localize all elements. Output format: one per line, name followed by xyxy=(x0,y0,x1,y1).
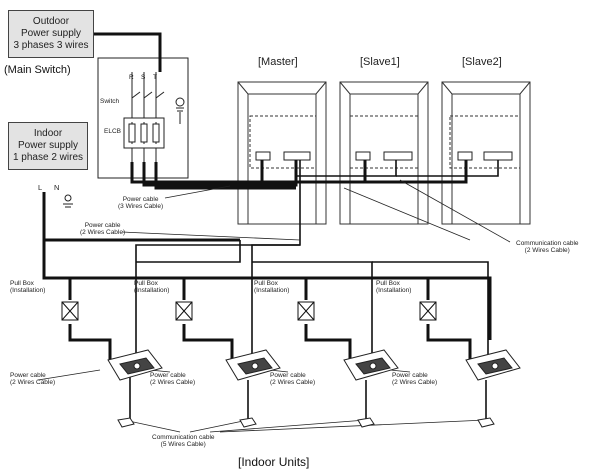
indoor-power-cable-label: Power cable (2 Wires Cable) xyxy=(80,222,125,236)
indoor-cable-label-1-line1: Power cable xyxy=(10,372,46,379)
indoor-cable-label-2-line1: Power cable xyxy=(150,372,186,379)
outdoor-power-line3: 3 phases 3 wires xyxy=(13,40,89,51)
communication-cable-bottom-line1: Communication cable xyxy=(152,434,215,441)
remote-controllers xyxy=(117,417,495,428)
callout-lines xyxy=(37,179,511,433)
power-wires xyxy=(42,32,492,360)
unit-title-slave2: [Slave2] xyxy=(462,56,502,68)
outdoor-power-line2: Power supply xyxy=(20,28,82,39)
switch-label: Switch xyxy=(100,98,120,105)
indoor-cable-label-1: Power cable (2 Wires Cable) xyxy=(10,372,55,386)
pull-box-label-1-line2: (Installation) xyxy=(10,287,46,294)
indoor-cable-label-3: Power cable (2 Wires Cable) xyxy=(270,372,315,386)
pull-box-label-3: Pull Box (Installation) xyxy=(254,280,289,294)
outdoor-unit-master xyxy=(237,81,327,225)
pull-box-label-2: Pull Box (Installation) xyxy=(134,280,169,294)
indoor-cassette-units xyxy=(107,349,521,381)
phase-label-t: T xyxy=(153,74,157,81)
communication-wires xyxy=(129,160,499,420)
outdoor-power-line1: Outdoor xyxy=(32,16,70,27)
indoor-unit-2 xyxy=(225,349,281,381)
phase-label-r: R xyxy=(129,74,134,81)
pull-box-4 xyxy=(419,301,437,321)
indoor-cable-label-1-line2: (2 Wires Cable) xyxy=(10,379,56,386)
indoor-unit-3 xyxy=(343,349,399,381)
pull-box-label-1: Pull Box (Installation) xyxy=(10,280,45,294)
elcb-label: ELCB xyxy=(104,128,121,135)
communication-cable-top-label: Communication cable (2 Wires Cable) xyxy=(516,240,579,254)
pull-box-label-4: Pull Box (Installation) xyxy=(376,280,411,294)
indoor-cable-label-2-line2: (2 Wires Cable) xyxy=(150,379,196,386)
pull-box-label-3-line1: Pull Box xyxy=(254,280,278,287)
indoor-power-line2: Power supply xyxy=(17,140,79,151)
pull-box-2 xyxy=(175,301,193,321)
terminal-label-n: N xyxy=(54,183,60,192)
indoor-power-line3: 1 phase 2 wires xyxy=(12,152,84,163)
indoor-cable-label-4: Power cable (2 Wires Cable) xyxy=(392,372,437,386)
indoor-power-cable-line2: (2 Wires Cable) xyxy=(80,229,126,236)
indoor-cable-label-3-line1: Power cable xyxy=(270,372,306,379)
pull-box-3 xyxy=(297,301,315,321)
terminal-blocks xyxy=(255,151,513,161)
indoor-unit-4 xyxy=(465,349,521,381)
indoor-power-cable-line1: Power cable xyxy=(84,222,121,229)
outdoor-power-cable-line2: (3 Wires Cable) xyxy=(118,203,164,210)
communication-cable-top-line1: Communication cable xyxy=(516,240,579,247)
pull-box-label-4-line1: Pull Box xyxy=(376,280,400,287)
phase-label-s: S xyxy=(141,74,146,81)
indoor-cable-label-4-line1: Power cable xyxy=(392,372,428,379)
breaker-panel xyxy=(97,57,189,179)
indoor-unit-1 xyxy=(107,349,163,381)
ground-symbol xyxy=(63,194,73,208)
indoor-units-title: [Indoor Units] xyxy=(238,455,310,469)
terminal-label-l: L xyxy=(38,183,43,192)
indoor-cable-label-2: Power cable (2 Wires Cable) xyxy=(150,372,195,386)
pull-box-label-4-line2: (Installation) xyxy=(376,287,412,294)
pull-box-label-2-line1: Pull Box xyxy=(134,280,158,287)
indoor-power-supply-box: Indoor Power supply 1 phase 2 wires xyxy=(8,122,88,170)
outdoor-power-cable-line1: Power cable xyxy=(122,196,159,203)
unit-title-slave1: [Slave1] xyxy=(360,56,400,68)
main-switch-label: (Main Switch) xyxy=(4,64,71,76)
communication-cable-bottom-label: Communication cable (5 Wires Cable) xyxy=(152,434,215,448)
communication-cable-top-line2: (2 Wires Cable) xyxy=(524,247,570,254)
pull-box-1 xyxy=(61,301,79,321)
indoor-power-line1: Indoor xyxy=(33,128,63,139)
pull-box-label-2-line2: (Installation) xyxy=(134,287,170,294)
unit-title-master: [Master] xyxy=(258,56,298,68)
pull-box-label-3-line2: (Installation) xyxy=(254,287,290,294)
outdoor-power-supply-box: Outdoor Power supply 3 phases 3 wires xyxy=(8,10,94,58)
pull-boxes xyxy=(61,301,437,321)
outdoor-power-cable-label: Power cable (3 Wires Cable) xyxy=(118,196,163,210)
pull-box-label-1-line1: Pull Box xyxy=(10,280,34,287)
indoor-cable-label-4-line2: (2 Wires Cable) xyxy=(392,379,438,386)
communication-cable-bottom-line2: (5 Wires Cable) xyxy=(160,441,206,448)
indoor-cable-label-3-line2: (2 Wires Cable) xyxy=(270,379,316,386)
